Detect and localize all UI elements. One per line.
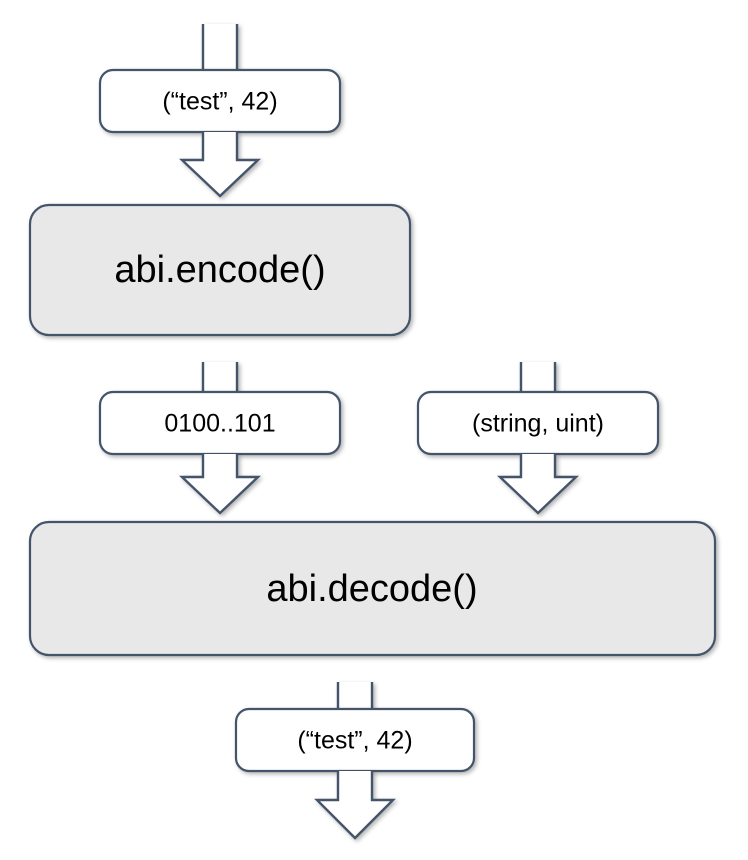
node-abi-decode: abi.decode() [28,520,717,657]
down-arrow [496,454,580,515]
node-input-tuple: (“test”, 42) [98,68,342,134]
stub-arrow-tail [201,24,239,74]
node-abi-encode: abi.encode() [28,203,412,337]
abi-encode-label: abi.encode() [114,249,325,291]
down-arrow [178,454,262,515]
connector-types-to-decode [496,454,580,515]
connector-into-input-tuple [201,24,239,74]
type-signature-label: (string, uint) [472,410,604,438]
down-arrow [314,771,396,840]
node-encoded-bytes: 0100..101 [98,390,342,456]
output-tuple-label: (“test”, 42) [297,727,412,755]
input-tuple-label: (“test”, 42) [162,88,277,116]
abi-decode-box [28,520,717,657]
abi-encode-box [28,203,412,337]
connector-output-to-external [314,771,396,840]
connector-input-to-encode [178,132,262,198]
node-output-tuple: (“test”, 42) [234,707,476,773]
encoded-bytes-label: 0100..101 [164,410,275,438]
abi-decode-label: abi.decode() [266,568,477,610]
connector-encoded-to-decode [178,454,262,515]
down-arrow [178,132,262,198]
node-type-signature: (string, uint) [416,390,660,456]
